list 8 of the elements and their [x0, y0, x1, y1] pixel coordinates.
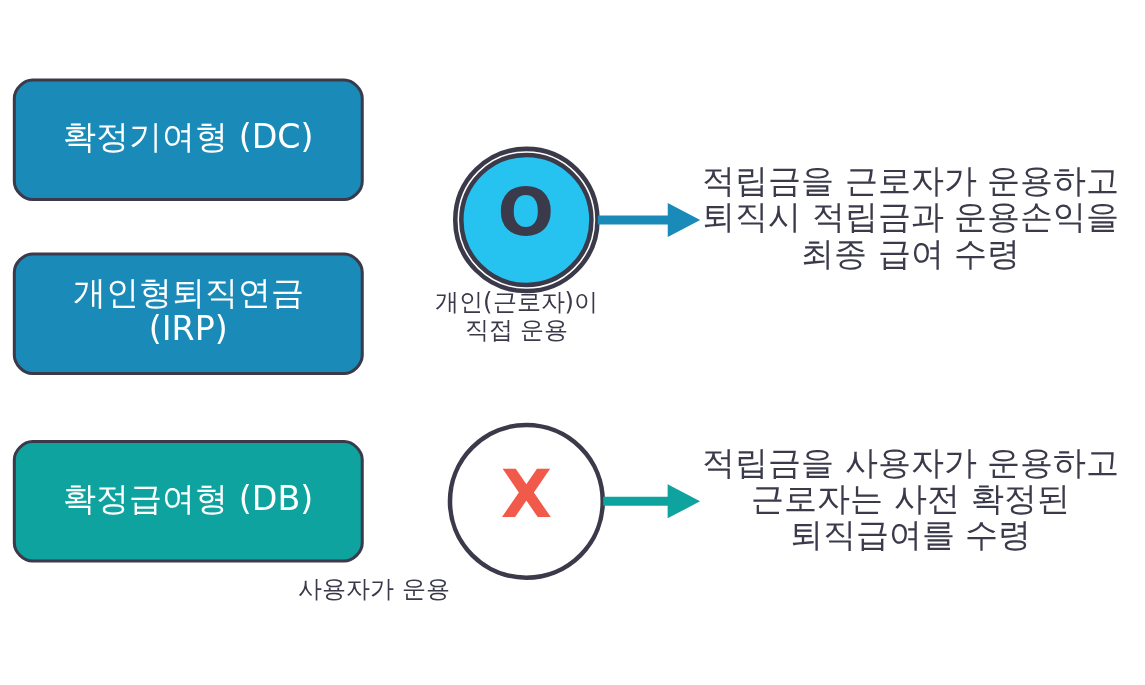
node-box: 개인형퇴직연금 (IRP): [12, 252, 364, 376]
arrow: [597, 202, 701, 237]
node-text: 적립금을 사용자가 운용하고 근로자는 사전 확정된 퇴직급여를 수령: [702, 442, 1120, 555]
arrow: [603, 484, 701, 519]
node-box: 확정기여형 (DC): [12, 78, 364, 202]
node-box: 확정급여형 (DB): [12, 440, 364, 563]
node-circle: X: [447, 422, 605, 580]
node-text: 적립금을 근로자가 운용하고 퇴직시 적립금과 운용손익을 최종 급여 수령: [702, 161, 1120, 273]
